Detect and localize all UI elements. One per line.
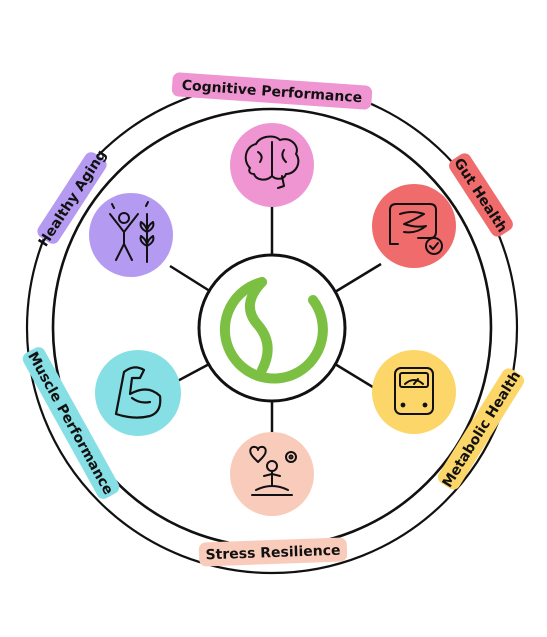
pillar-healthy-aging — [89, 193, 173, 277]
label-pill — [437, 368, 525, 490]
pillar-metabolic-health — [372, 350, 456, 434]
label-pill — [198, 537, 348, 567]
pillar-cognitive-performance — [230, 123, 314, 207]
center-hub — [197, 253, 347, 403]
scale-icon — [394, 367, 434, 415]
label-pill — [449, 153, 513, 237]
pillar-stress-resilience — [230, 432, 314, 516]
label-pill — [22, 347, 120, 499]
label-gut-health: Gut Health — [449, 153, 513, 237]
brain-icon — [244, 135, 300, 189]
label-stress-resilience: Stress Resilience — [198, 537, 348, 567]
pillar-circle — [89, 193, 173, 277]
swirl-logo-icon — [219, 277, 328, 384]
pillar-circle — [95, 350, 181, 436]
pillar-gut-health — [372, 184, 456, 268]
flexed-arm-icon — [114, 366, 162, 419]
pillar-circle — [372, 350, 456, 434]
intestine-icon — [389, 203, 443, 255]
label-pill — [37, 152, 107, 244]
meditation-icon — [249, 445, 297, 496]
label-cognitive-performance: Cognitive Performance — [171, 72, 373, 110]
pillar-muscle-performance — [95, 350, 181, 436]
label-text: Stress Resilience — [205, 543, 340, 564]
active-person-icon — [109, 201, 155, 263]
label-text: Gut Health — [450, 155, 510, 235]
label-pill — [171, 72, 373, 110]
